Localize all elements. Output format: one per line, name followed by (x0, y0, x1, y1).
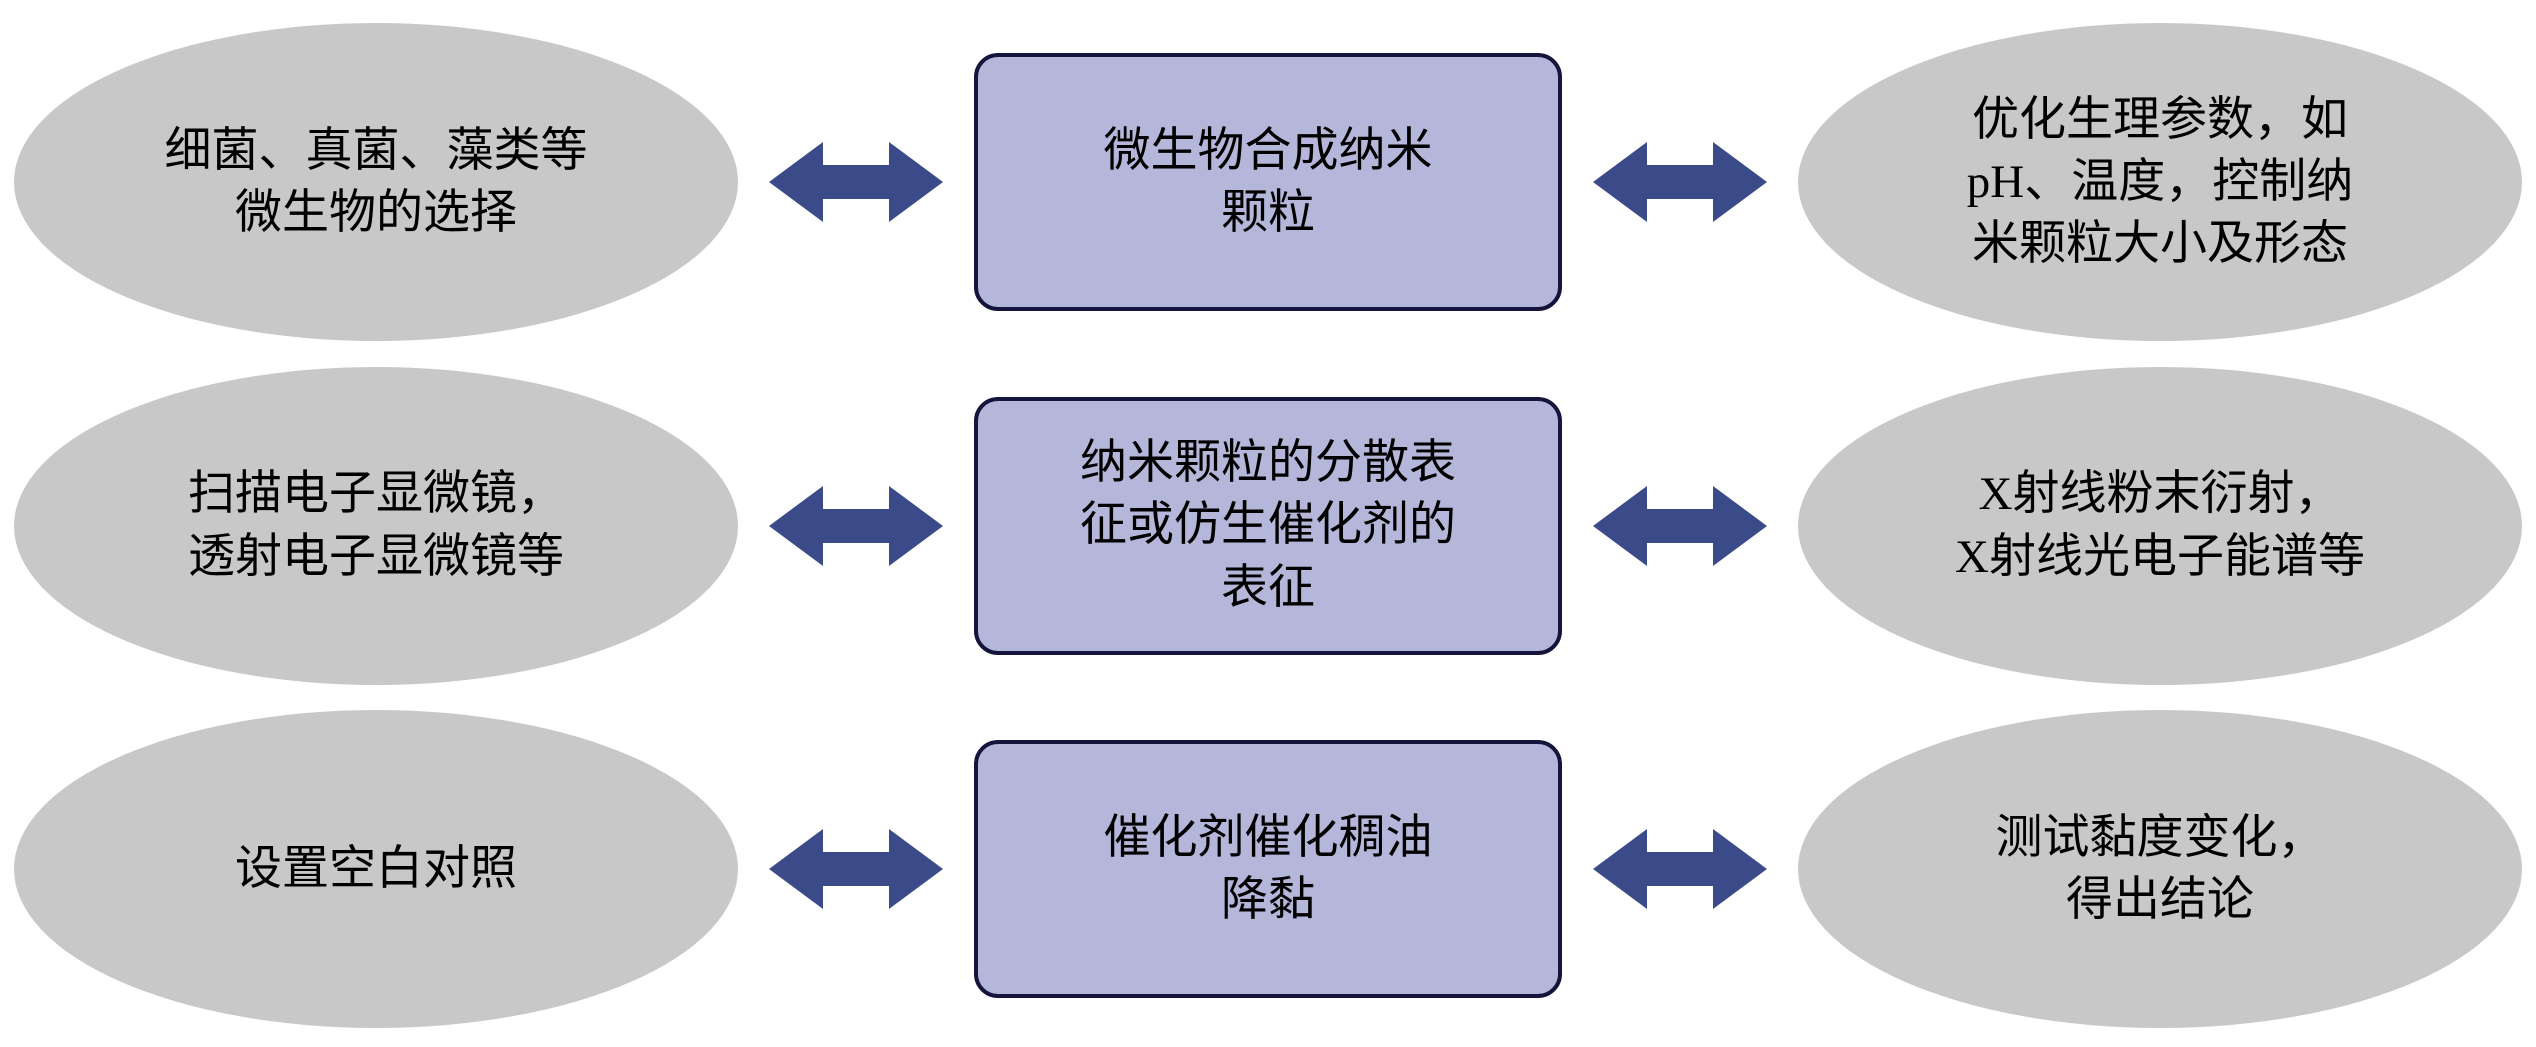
flow-row-1: 细菌、真菌、藻类等 微生物的选择 微生物合成纳米 颗粒 优化生理参数，如 pH、… (0, 10, 2536, 354)
double-arrow-icon (769, 483, 943, 569)
row2-left-label: 扫描电子显微镜， 透射电子显微镜等 (188, 468, 564, 583)
row3-left-ellipse: 设置空白对照 (14, 710, 738, 1029)
row3-center-label: 催化剂催化稠油 降黏 (1103, 812, 1433, 927)
row1-left-label: 细菌、真菌、藻类等 微生物的选择 (164, 124, 588, 239)
row2-center-box: 纳米颗粒的分散表 征或仿生催化剂的 表征 (974, 396, 1562, 655)
flow-row-3: 设置空白对照 催化剂催化稠油 降黏 测试黏度变化， 得出结论 (0, 697, 2536, 1041)
row1-right-ellipse: 优化生理参数，如 pH、温度，控制纳 米颗粒大小及形态 (1798, 22, 2522, 341)
flow-row-2: 扫描电子显微镜， 透射电子显微镜等 纳米颗粒的分散表 征或仿生催化剂的 表征 X… (0, 354, 2536, 698)
double-arrow-icon (769, 139, 943, 225)
row1-right-label: 优化生理参数，如 pH、温度，控制纳 米颗粒大小及形态 (1966, 93, 2354, 270)
double-arrow-icon (769, 826, 943, 912)
row1-center-label: 微生物合成纳米 颗粒 (1103, 124, 1433, 239)
row2-left-ellipse: 扫描电子显微镜， 透射电子显微镜等 (14, 366, 738, 685)
double-arrow-icon (1593, 139, 1767, 225)
row2-right-label: X射线粉末衍射， X射线光电子能谱等 (1955, 468, 2365, 583)
row3-right-label: 测试黏度变化， 得出结论 (1995, 812, 2325, 927)
row3-left-label: 设置空白对照 (235, 843, 517, 896)
row1-left-ellipse: 细菌、真菌、藻类等 微生物的选择 (14, 22, 738, 341)
row3-center-box: 催化剂催化稠油 降黏 (974, 740, 1562, 999)
row3-right-ellipse: 测试黏度变化， 得出结论 (1798, 710, 2522, 1029)
row1-center-box: 微生物合成纳米 颗粒 (974, 52, 1562, 311)
double-arrow-icon (1593, 826, 1767, 912)
row2-center-label: 纳米颗粒的分散表 征或仿生催化剂的 表征 (1080, 437, 1456, 614)
row2-right-ellipse: X射线粉末衍射， X射线光电子能谱等 (1798, 366, 2522, 685)
double-arrow-icon (1593, 483, 1767, 569)
